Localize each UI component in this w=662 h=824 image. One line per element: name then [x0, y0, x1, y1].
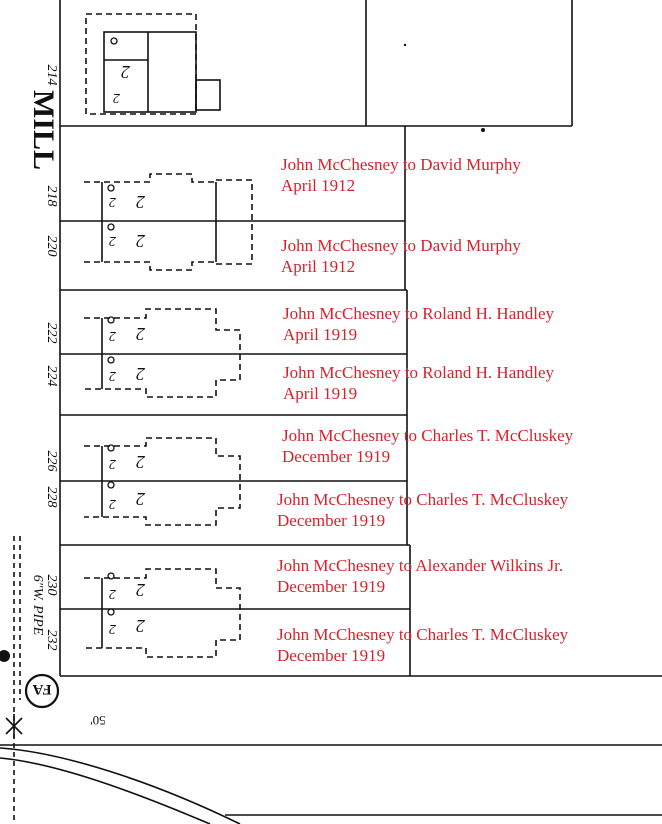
transfer-text: John McChesney to David Murphy	[281, 155, 521, 174]
transfer-text: John McChesney to Charles T. McCluskey	[277, 625, 569, 644]
dwelling-story-mark: 2	[136, 489, 145, 509]
valve-icon	[5, 714, 23, 738]
ownership-annotation: John McChesney to Charles T. McCluskey D…	[277, 624, 568, 666]
lot-number: 220	[44, 236, 59, 257]
dwelling-story-mark: 2	[121, 62, 130, 82]
dwelling-story-mark: 2	[136, 580, 145, 600]
transfer-date: April 1919	[283, 325, 358, 344]
transfer-text: John McChesney to Roland H. Handley	[283, 304, 555, 323]
fire-alarm-icon	[107, 444, 115, 452]
dwelling-story-mark: 2	[136, 364, 145, 384]
dwelling-outline	[84, 308, 241, 398]
hydrant-label: FA	[32, 681, 51, 697]
transfer-date: December 1919	[282, 447, 391, 466]
ownership-annotation: John McChesney to Charles T. McCluskey D…	[277, 489, 568, 531]
lot-number: 222	[44, 323, 59, 344]
dwelling-story-mark: 2	[136, 231, 145, 251]
fire-alarm-icon	[107, 184, 115, 192]
dwelling-story-mark: 2	[136, 452, 145, 472]
pipe-junction-icon	[0, 650, 10, 662]
lot-number: 214	[44, 65, 59, 86]
fire-alarm-icon	[107, 316, 115, 324]
porch-outline	[195, 79, 221, 111]
lot-number: 232	[44, 630, 59, 651]
transfer-date: December 1919	[277, 511, 386, 530]
lot-number: 230	[44, 575, 59, 596]
fire-alarm-icon	[107, 481, 115, 489]
lot-number: 228	[44, 487, 59, 508]
ownership-annotation: John McChesney to Roland H. Handley Apri…	[283, 362, 554, 404]
transfer-text: John McChesney to Alexander Wilkins Jr.	[277, 556, 564, 575]
transfer-text: John McChesney to Charles T. McCluskey	[277, 490, 569, 509]
dwelling-story-mark: 2	[136, 324, 145, 344]
story-count-mark: 2	[109, 621, 116, 636]
story-count-mark: 2	[109, 194, 116, 209]
transfer-date: April 1912	[281, 176, 356, 195]
transfer-date: April 1919	[283, 384, 358, 403]
story-count-mark: 2	[109, 586, 116, 601]
hydrant-marker	[24, 673, 60, 709]
story-count-mark: 2	[109, 233, 116, 248]
ownership-annotation: John McChesney to David Murphy April 191…	[281, 154, 521, 196]
fire-alarm-icon	[110, 37, 118, 45]
transfer-text: John McChesney to Roland H. Handley	[283, 363, 555, 382]
street-name: MILL	[27, 90, 60, 170]
dwelling-story-mark: 2	[136, 192, 145, 212]
transfer-text: John McChesney to Charles T. McCluskey	[282, 426, 574, 445]
fire-alarm-icon	[107, 572, 115, 580]
story-count-mark: 2	[109, 456, 116, 471]
ownership-annotation: John McChesney to Charles T. McCluskey D…	[282, 425, 573, 467]
fire-alarm-icon	[107, 608, 115, 616]
lot-number: 224	[44, 366, 59, 387]
transfer-date: April 1912	[281, 257, 356, 276]
story-count-mark: 2	[109, 368, 116, 383]
story-count-mark: 2	[109, 496, 116, 511]
transfer-date: December 1919	[277, 646, 386, 665]
lot-number: 218	[44, 186, 59, 207]
pipe-label: 6"W. PIPE	[30, 575, 45, 636]
ownership-annotation: John McChesney to Roland H. Handley Apri…	[283, 303, 554, 345]
dwelling-outline	[84, 568, 241, 658]
transfer-text: John McChesney to David Murphy	[281, 236, 521, 255]
dwelling-story-mark: 2	[136, 616, 145, 636]
dwelling-outline	[103, 31, 197, 113]
fire-alarm-icon	[107, 356, 115, 364]
misc-mark: 50'	[90, 713, 105, 728]
ownership-annotation: John McChesney to David Murphy April 191…	[281, 235, 521, 277]
ownership-annotation: John McChesney to Alexander Wilkins Jr. …	[277, 555, 563, 597]
story-count-mark: 2	[109, 328, 116, 343]
fire-alarm-icon	[107, 223, 115, 231]
lot-number: 226	[44, 451, 59, 472]
railroad-track	[0, 747, 241, 824]
story-count-mark: 2	[113, 90, 120, 105]
shed-outline	[85, 13, 197, 115]
transfer-date: December 1919	[277, 577, 386, 596]
dwelling-outline	[84, 173, 253, 271]
railroad-track	[0, 757, 211, 824]
